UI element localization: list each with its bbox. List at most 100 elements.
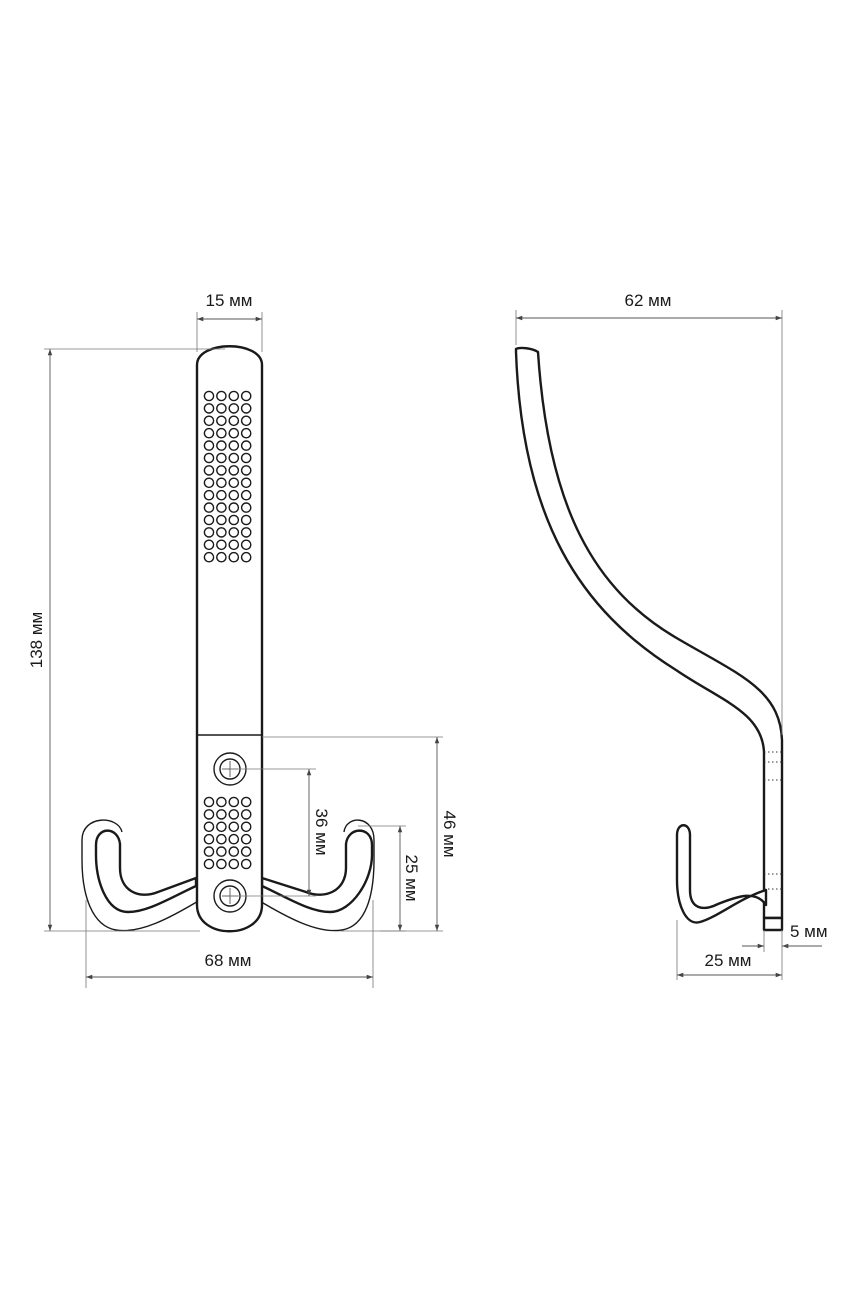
side-view <box>514 346 784 932</box>
decorative-dot <box>228 833 240 845</box>
decorative-dot <box>203 833 215 845</box>
decorative-dot <box>203 514 215 526</box>
decorative-dot <box>240 796 252 808</box>
side-dimensions: 62 мм 25 мм 5 мм <box>515 291 828 980</box>
decorative-dot <box>240 551 252 563</box>
decorative-dot <box>203 796 215 808</box>
decorative-dot <box>228 846 240 857</box>
decorative-dot <box>240 427 252 439</box>
dim-hook-tip-height: 25 мм <box>402 854 421 901</box>
dim-hole-spacing: 36 мм <box>312 808 331 855</box>
decorative-dot <box>240 514 252 526</box>
dim-overall-width: 68 мм <box>204 951 251 970</box>
side-lower-hook <box>675 824 768 924</box>
decorative-dot <box>228 527 240 538</box>
decorative-dot <box>228 514 240 526</box>
decorative-dot <box>216 821 227 833</box>
decorative-dot <box>216 796 227 808</box>
decorative-dot <box>228 477 240 489</box>
decorative-dot <box>216 403 227 414</box>
front-dot-pattern-lower <box>203 796 252 870</box>
decorative-dot <box>240 846 252 857</box>
decorative-dot <box>240 489 252 501</box>
decorative-dot <box>203 539 215 551</box>
decorative-dot <box>228 858 240 870</box>
decorative-dot <box>240 415 252 427</box>
decorative-dot <box>216 846 227 857</box>
decorative-dot <box>228 796 240 808</box>
dim-front-width: 15 мм <box>205 291 252 310</box>
decorative-dot <box>203 477 215 489</box>
decorative-dot <box>228 403 240 414</box>
front-dimensions: 15 мм 138 мм 36 мм 25 мм 46 мм 68 мм <box>27 291 459 988</box>
decorative-dot <box>216 452 227 464</box>
decorative-dot <box>228 551 240 563</box>
decorative-dot <box>216 551 227 563</box>
decorative-dot <box>216 477 227 489</box>
decorative-dot <box>216 858 227 870</box>
decorative-dot <box>216 440 227 451</box>
front-hook-arms-outer <box>81 819 375 932</box>
side-curved-arm <box>514 346 784 920</box>
decorative-dot <box>203 502 215 513</box>
decorative-dot <box>240 440 252 451</box>
decorative-dot <box>240 809 252 820</box>
decorative-dot <box>216 489 227 501</box>
decorative-dot <box>228 427 240 439</box>
decorative-dot <box>228 502 240 513</box>
decorative-dot <box>228 809 240 820</box>
decorative-dot <box>216 809 227 820</box>
decorative-dot <box>203 846 215 857</box>
decorative-dot <box>240 465 252 476</box>
decorative-dot <box>240 539 252 551</box>
decorative-dot <box>203 403 215 414</box>
front-hook-arms <box>94 829 374 914</box>
decorative-dot <box>203 858 215 870</box>
front-dot-pattern-upper <box>203 390 252 563</box>
decorative-dot <box>216 390 227 402</box>
dim-base-thickness: 5 мм <box>790 922 828 941</box>
dim-front-height: 138 мм <box>27 612 46 668</box>
decorative-dot <box>228 390 240 402</box>
decorative-dot <box>228 452 240 464</box>
decorative-dot <box>228 539 240 551</box>
dim-hook-depth: 25 мм <box>704 951 751 970</box>
decorative-dot <box>240 452 252 464</box>
decorative-dot <box>228 821 240 833</box>
front-view <box>81 345 375 933</box>
decorative-dot <box>203 465 215 476</box>
decorative-dot <box>240 858 252 870</box>
decorative-dot <box>203 809 215 820</box>
decorative-dot <box>203 489 215 501</box>
decorative-dot <box>228 415 240 427</box>
decorative-dot <box>216 833 227 845</box>
decorative-dot <box>240 833 252 845</box>
decorative-dot <box>228 489 240 501</box>
decorative-dot <box>240 502 252 513</box>
decorative-dot <box>203 527 215 538</box>
decorative-dot <box>216 465 227 476</box>
decorative-dot <box>240 821 252 833</box>
decorative-dot <box>203 452 215 464</box>
decorative-dot <box>216 415 227 427</box>
decorative-dot <box>203 415 215 427</box>
decorative-dot <box>203 440 215 451</box>
decorative-dot <box>240 477 252 489</box>
side-base-tab <box>762 916 784 932</box>
decorative-dot <box>216 539 227 551</box>
decorative-dot <box>216 514 227 526</box>
decorative-dot <box>203 551 215 563</box>
decorative-dot <box>203 821 215 833</box>
decorative-dot <box>228 465 240 476</box>
decorative-dot <box>228 440 240 451</box>
decorative-dot <box>240 390 252 402</box>
dim-lower-section-height: 46 мм <box>440 810 459 857</box>
decorative-dot <box>240 403 252 414</box>
decorative-dot <box>240 527 252 538</box>
decorative-dot <box>203 390 215 402</box>
dim-side-depth: 62 мм <box>624 291 671 310</box>
decorative-dot <box>203 427 215 439</box>
decorative-dot <box>216 502 227 513</box>
decorative-dot <box>216 427 227 439</box>
